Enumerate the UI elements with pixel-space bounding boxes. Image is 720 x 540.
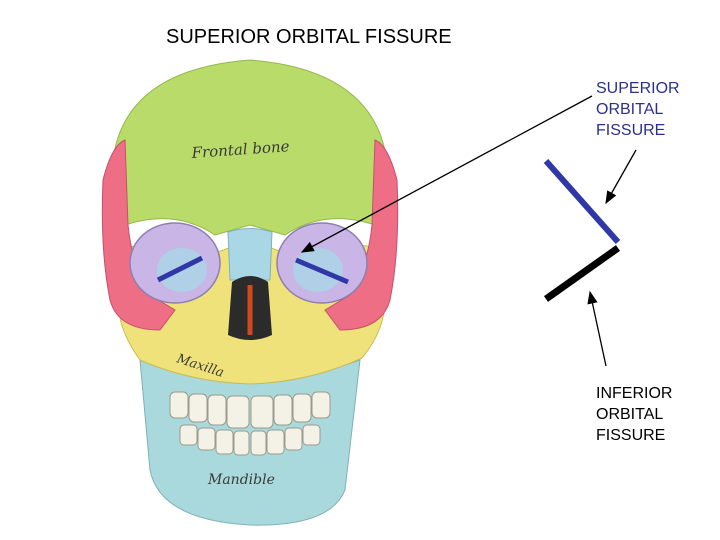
teeth-lower xyxy=(179,424,321,456)
superior-fissure-marker-left xyxy=(156,255,204,283)
superior-pointer-arrow-schematic xyxy=(605,149,637,205)
inferior-fissure-schematic xyxy=(543,245,621,302)
superior-label-line-1: SUPERIOR xyxy=(596,80,680,97)
mandible xyxy=(139,359,361,526)
inferior-pointer-arrow xyxy=(587,290,607,367)
nasal-bone xyxy=(227,228,273,281)
superior-label-line-2: ORBITAL xyxy=(596,101,664,118)
superior-pointer-arrow-skull xyxy=(300,95,593,253)
zygomatic-bone-right xyxy=(324,139,399,331)
skull-label-mandible: Mandible xyxy=(207,472,275,488)
superior-orbital-fissure-label: SUPERIOR ORBITAL FISSURE xyxy=(596,78,680,141)
inferior-label-line-1: INFERIOR xyxy=(596,385,673,402)
inferior-label-line-3: FISSURE xyxy=(596,427,666,444)
teeth-upper xyxy=(169,391,331,429)
zygomatic-bone-left xyxy=(101,139,176,331)
superior-fissure-marker-right xyxy=(295,257,349,285)
superior-fissure-schematic xyxy=(543,159,621,244)
page-title: SUPERIOR ORBITAL FISSURE xyxy=(166,26,452,48)
inferior-label-line-2: ORBITAL xyxy=(596,406,664,423)
inferior-orbital-fissure-label: INFERIOR ORBITAL FISSURE xyxy=(596,383,672,446)
superior-label-line-3: FISSURE xyxy=(596,122,666,139)
